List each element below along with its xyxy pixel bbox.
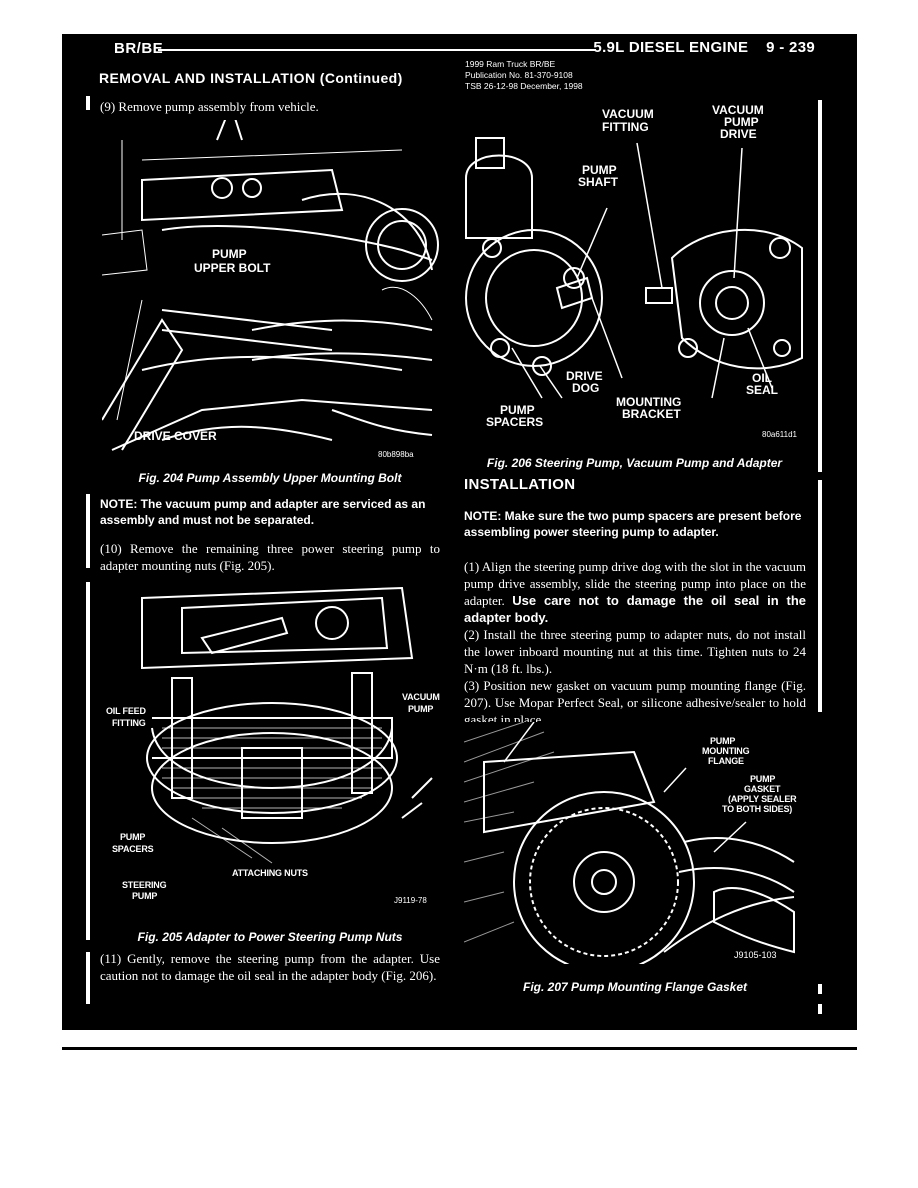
step-11: (11) Gently, remove the steering pump fr… — [100, 951, 440, 983]
step-10: (10) Remove the remaining three power st… — [100, 541, 440, 573]
note-pump-spacers: NOTE: Make sure the two pump spacers are… — [464, 509, 802, 539]
fig205-label-vacuum: VACUUM — [402, 692, 440, 702]
change-bar — [818, 1004, 822, 1014]
fig205-label-steering-pump: PUMP — [132, 891, 158, 901]
fig207-label-gasket: GASKET — [744, 784, 781, 794]
change-bar — [86, 582, 90, 940]
step-install-3: (3) Position new gasket on vacuum pump m… — [464, 678, 806, 727]
fig206-label-mounting: MOUNTING — [616, 395, 682, 409]
fig207-label-pump-2: PUMP — [750, 774, 776, 784]
fig206-label-drive-dog-1: DRIVE — [566, 369, 603, 383]
section-title: REMOVAL AND INSTALLATION (Continued) — [99, 70, 403, 86]
fig206-caption: Fig. 206 Steering Pump, Vacuum Pump and … — [486, 456, 783, 470]
fig206-label-vacuum-2: VACUUM — [712, 103, 764, 117]
step-install-1-caution: Use care not to damage the oil seal in t… — [464, 593, 807, 625]
pub-line-1: 1999 Ram Truck BR/BE — [465, 59, 556, 69]
note-serviced-assembly: NOTE: The vacuum pump and adapter are se… — [100, 497, 426, 527]
fig206-code: 80a611d1 — [762, 430, 797, 439]
step-install-1-text: (1) Align the steering pump drive dog wi… — [464, 559, 806, 608]
change-bar — [86, 96, 90, 110]
fig207-label-apply-sealer: (APPLY SEALER — [728, 794, 797, 804]
header-model: BR/BE — [114, 40, 164, 57]
fig205-label-spacers: SPACERS — [112, 844, 154, 854]
fig206-label-vacuum: VACUUM — [602, 107, 654, 121]
fig204-label-upper-bolt: UPPER BOLT — [194, 261, 271, 275]
publication-info: 1999 Ram Truck BR/BE Publication No. 81-… — [465, 59, 583, 92]
page-bottom-rule — [62, 1047, 857, 1050]
fig207-label-both-sides: TO BOTH SIDES) — [722, 804, 793, 814]
fig206-label-bracket: BRACKET — [622, 407, 681, 421]
fig205-label-pump: PUMP — [120, 832, 146, 842]
change-bar — [818, 984, 822, 994]
fig204-label-pump: PUMP — [212, 247, 247, 261]
figure-205-image: OIL FEED FITTING VACUUM PUMP PUMP SPACER… — [102, 578, 442, 910]
fig206-label-pump-spacers-2: SPACERS — [486, 415, 544, 429]
header-section-page: 5.9L DIESEL ENGINE 9 - 239 — [593, 39, 815, 56]
fig205-code: J9119-78 — [394, 896, 427, 905]
figure-205-drawing — [141, 586, 433, 864]
fig206-label-drive-dog-2: DOG — [572, 381, 600, 395]
fig206-label-fitting: FITTING — [602, 120, 649, 134]
step-install-2: (2) Install the three steering pump to a… — [464, 627, 806, 676]
fig204-code: 80b898ba — [378, 450, 414, 459]
fig206-label-seal: SEAL — [746, 383, 779, 397]
change-bar — [818, 480, 822, 712]
fig207-label-pump: PUMP — [710, 736, 736, 746]
fig205-label-attaching-nuts: ATTACHING NUTS — [232, 868, 308, 878]
change-bar — [86, 494, 90, 568]
change-bar — [86, 952, 90, 1004]
fig206-label-pump-spacers-1: PUMP — [500, 403, 535, 417]
fig205-label-vacuum-pump: PUMP — [408, 704, 434, 714]
fig207-caption: Fig. 207 Pump Mounting Flange Gasket — [522, 980, 748, 994]
pub-line-2: Publication No. 81-370-9108 — [465, 70, 573, 80]
fig205-label-oil-feed: OIL FEED — [106, 706, 146, 716]
fig206-label-pump-shaft-1: PUMP — [582, 163, 617, 177]
fig204-caption: Fig. 204 Pump Assembly Upper Mounting Bo… — [138, 471, 402, 485]
fig207-label-flange: FLANGE — [708, 756, 744, 766]
step-install-1: (1) Align the steering pump drive dog wi… — [464, 558, 806, 626]
fig207-code: J9105-103 — [734, 950, 777, 960]
fig206-label-drive: DRIVE — [720, 127, 757, 141]
figure-204-drawing — [102, 120, 439, 451]
change-bar — [818, 100, 822, 472]
fig205-label-fitting: FITTING — [112, 718, 146, 728]
header-rule — [158, 49, 596, 51]
manual-page: BR/BE 5.9L DIESEL ENGINE 9 - 239 1999 Ra… — [62, 34, 857, 1030]
fig207-label-mounting: MOUNTING — [702, 746, 750, 756]
figure-207-drawing — [464, 722, 795, 964]
fig206-label-oil: OIL — [752, 371, 772, 385]
fig206-label-pump-shaft-2: SHAFT — [578, 175, 618, 189]
installation-title: INSTALLATION — [464, 476, 576, 493]
fig204-label-drive-cover: DRIVE COVER — [134, 429, 217, 443]
pub-line-3: TSB 26-12-98 December, 1998 — [465, 81, 583, 91]
figure-207-image: PUMP MOUNTING FLANGE PUMP GASKET (APPLY … — [464, 722, 806, 964]
fig205-label-steering: STEERING — [122, 880, 167, 890]
fig206-label-pump: PUMP — [724, 115, 759, 129]
figure-204-image: PUMP UPPER BOLT DRIVE COVER 80b898ba — [102, 120, 442, 466]
figure-206-image: VACUUM FITTING VACUUM PUMP DRIVE PUMP SH… — [462, 98, 807, 442]
step-9: (9) Remove pump assembly from vehicle. — [100, 99, 319, 114]
figure-206-drawing — [465, 137, 803, 399]
fig205-caption: Fig. 205 Adapter to Power Steering Pump … — [137, 930, 403, 944]
